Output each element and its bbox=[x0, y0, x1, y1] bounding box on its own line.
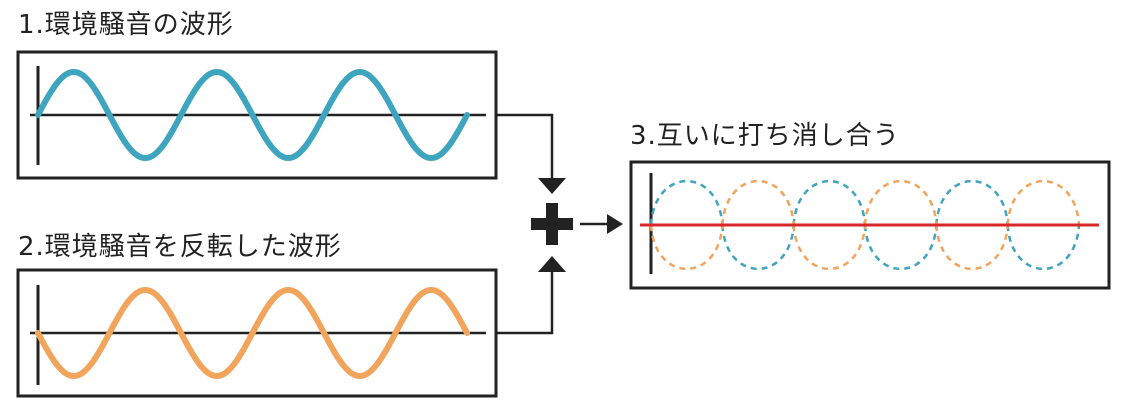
panel1-ambient-wave bbox=[16, 50, 498, 180]
arrow-down-icon bbox=[538, 178, 566, 194]
panel3-title: 3.互いに打ち消し合う bbox=[630, 121, 900, 151]
panel1-title: 1.環境騒音の波形 bbox=[18, 10, 234, 40]
panel3-frame bbox=[629, 160, 1111, 290]
connector-bottom bbox=[496, 272, 554, 335]
panel3-cancellation bbox=[629, 160, 1111, 290]
panel2-title: 2.環境騒音を反転した波形 bbox=[18, 232, 342, 262]
panel2-inverted-wave bbox=[16, 268, 498, 398]
arrow-right-icon bbox=[607, 214, 623, 234]
arrow-up-icon bbox=[538, 256, 566, 272]
inverted-noise-wave bbox=[35, 286, 470, 380]
plus-icon bbox=[531, 203, 573, 245]
connector-top bbox=[496, 113, 554, 178]
connectors bbox=[496, 113, 623, 335]
ambient-noise-wave bbox=[35, 68, 470, 162]
